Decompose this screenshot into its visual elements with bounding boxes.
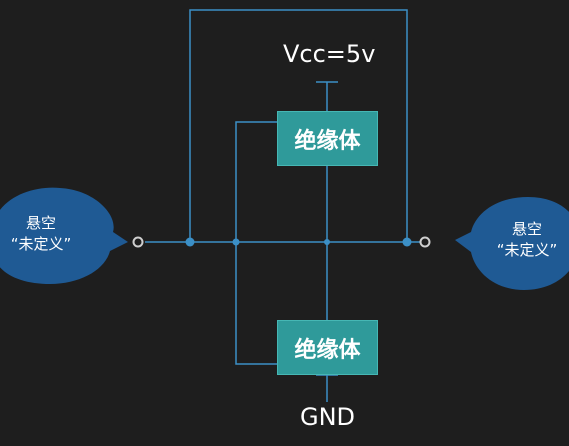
bottom-insulator-block: 绝缘体 — [277, 320, 378, 375]
right-callout-line1: 悬空 — [511, 220, 542, 238]
input-terminal — [132, 236, 144, 248]
right-callout-text: 悬空 “未定义” — [484, 219, 569, 261]
left-callout-text: 悬空 “未定义” — [2, 213, 80, 255]
junction-dot — [232, 238, 240, 246]
left-callout-line1: 悬空 — [25, 214, 56, 232]
right-callout-bubble — [455, 197, 569, 290]
right-callout-line2: “未定义” — [496, 241, 558, 259]
junction-dot — [185, 237, 195, 247]
left-callout-line2: “未定义” — [10, 235, 72, 253]
left-callout-bubble — [0, 187, 128, 284]
output-terminal — [419, 236, 431, 248]
top-insulator-block: 绝缘体 — [277, 111, 378, 166]
vcc-label: Vcc=5v — [283, 40, 376, 68]
gate-branch-wire — [235, 121, 277, 365]
junction-dot — [324, 239, 330, 245]
junction-dot — [402, 237, 412, 247]
gnd-label: GND — [300, 403, 356, 431]
feedback-loop-wire — [189, 9, 408, 242]
